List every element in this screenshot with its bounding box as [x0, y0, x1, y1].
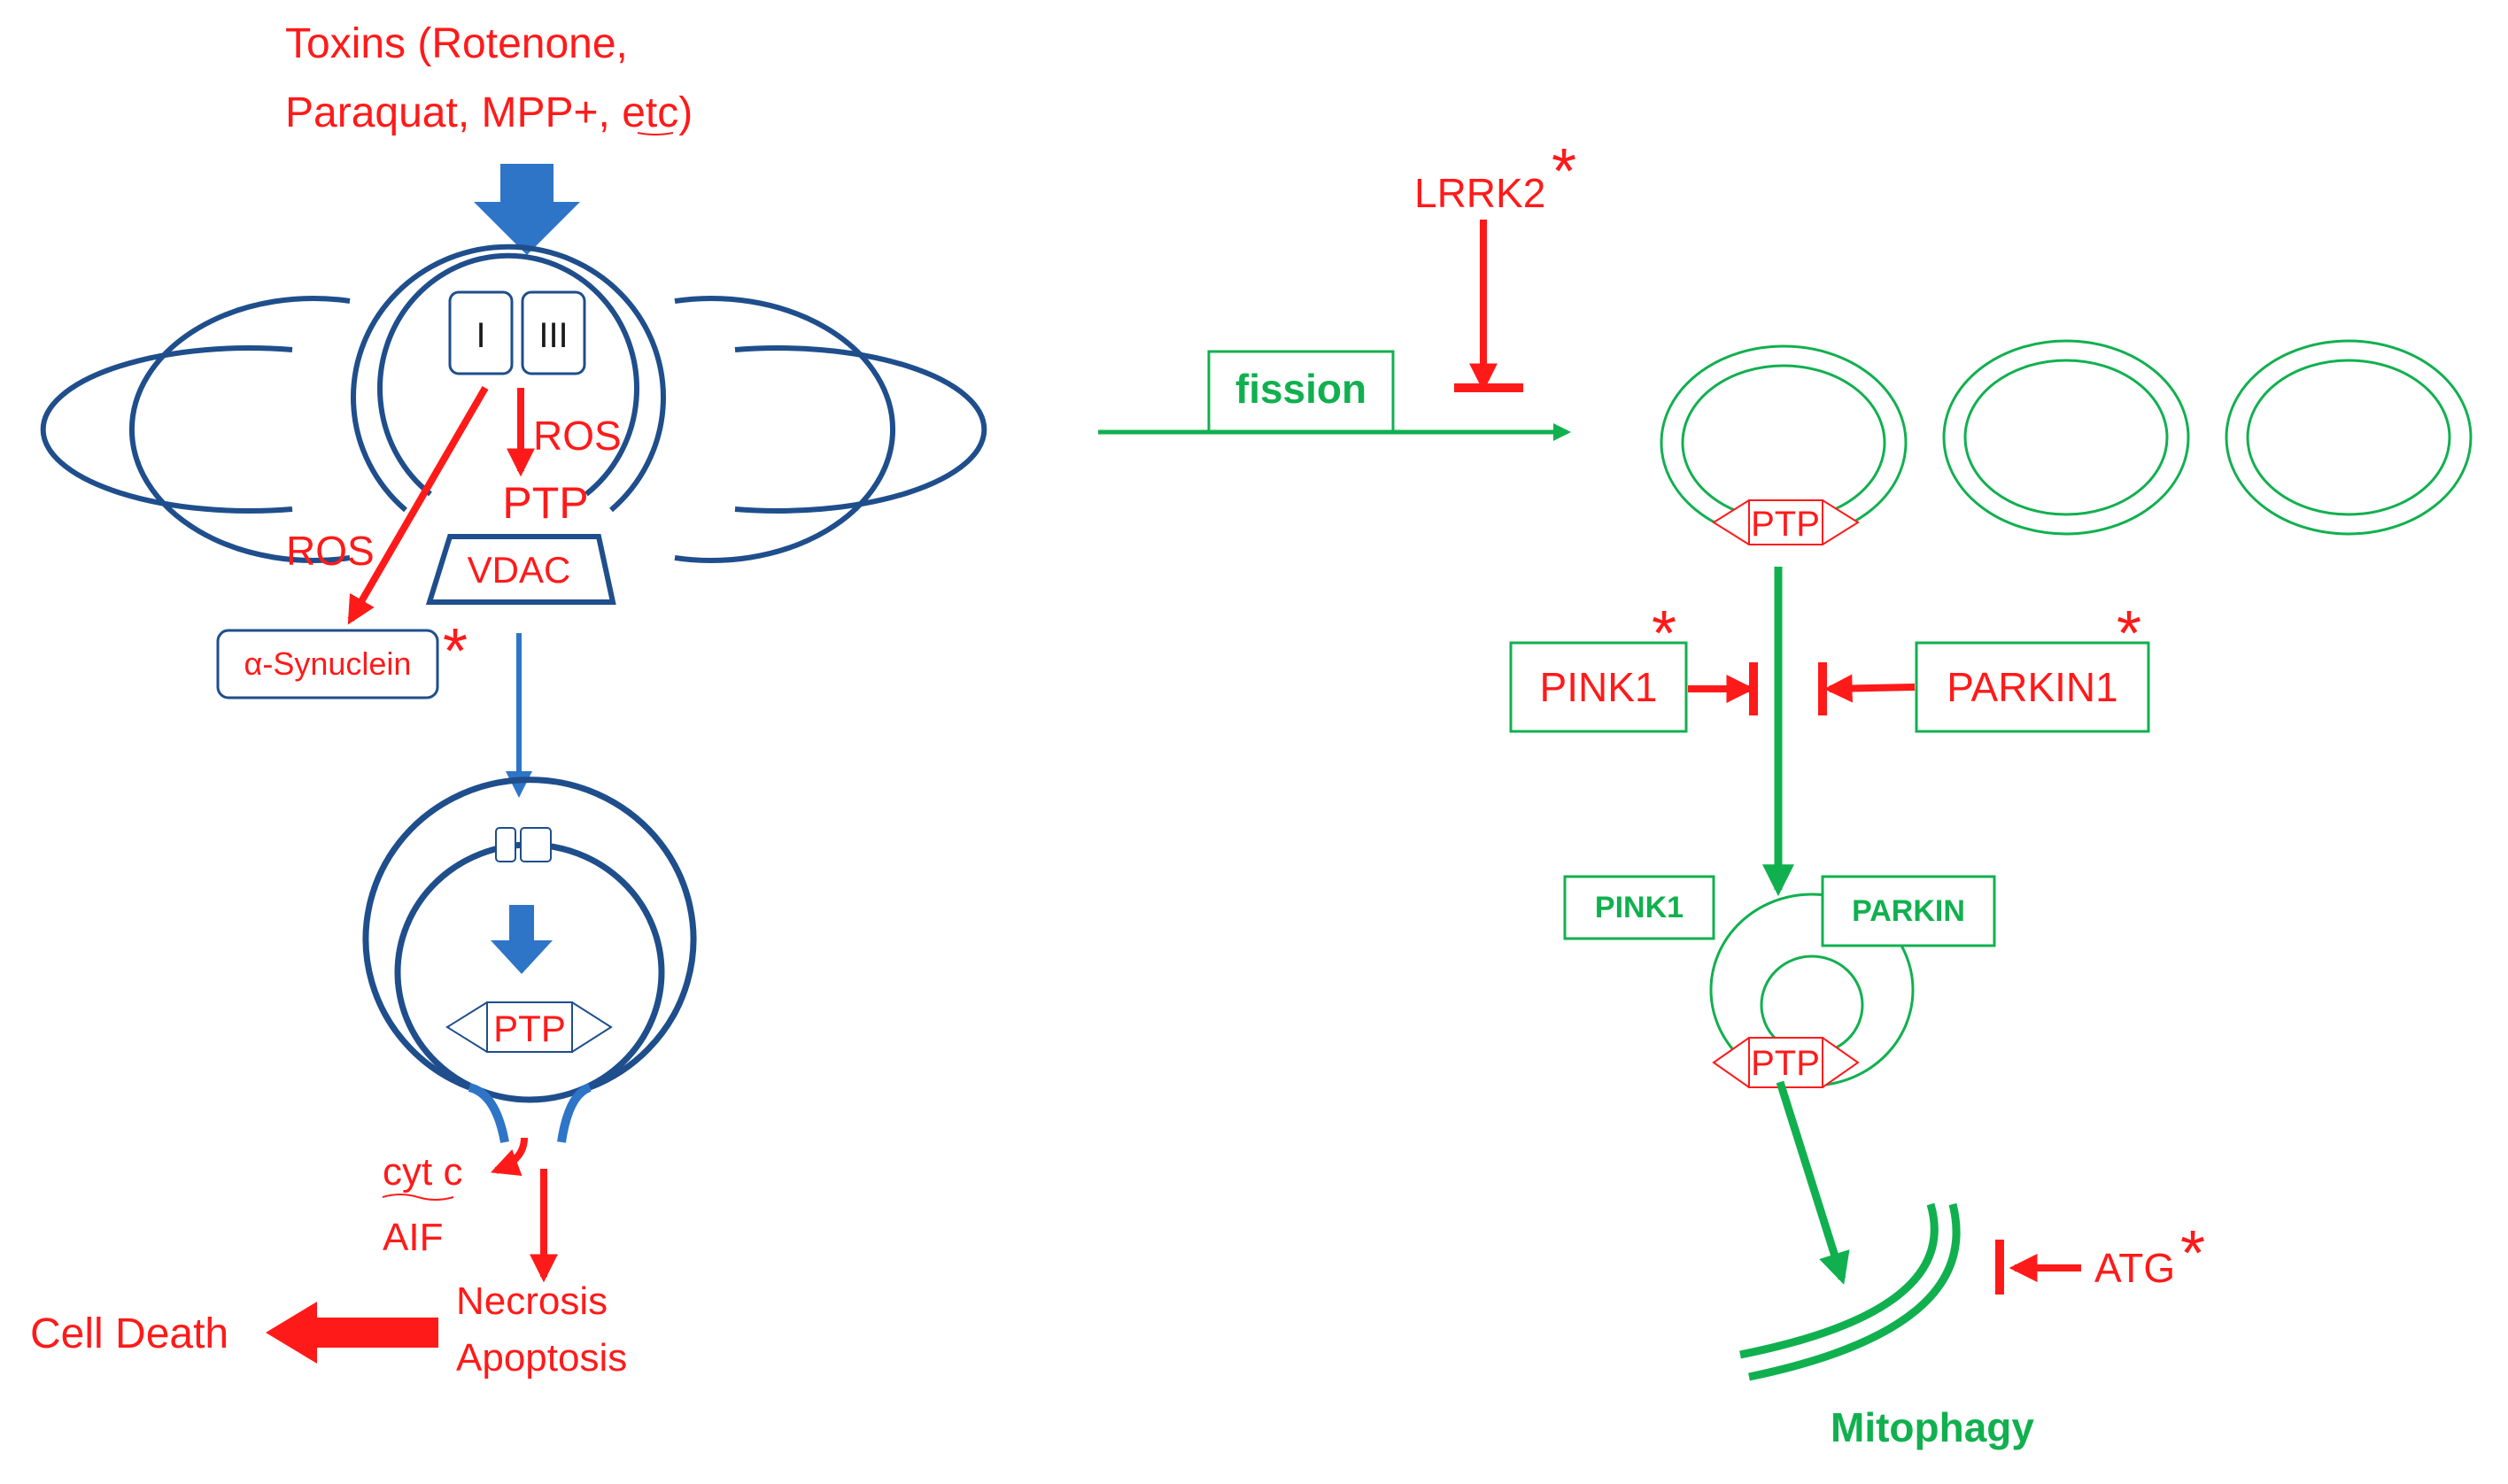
parkin1-asterisk: *: [2117, 599, 2141, 669]
mito-right-outer: [674, 296, 895, 563]
parkin1-arrow: [1823, 674, 1916, 703]
mito-bottom-inner: [394, 841, 665, 1103]
ros-label-lower: ROS: [286, 528, 375, 574]
mito-left-inner: [40, 345, 293, 514]
small-complex-one: [495, 827, 516, 862]
toxins-label-line1: Toxins (Rotenone,: [285, 20, 628, 67]
rupture-edge-right: [557, 1083, 592, 1143]
ros-label-upper: ROS: [533, 413, 622, 459]
ptp-label-green-top: PTP: [1751, 505, 1820, 544]
mito-bottom-outer: [362, 777, 697, 1091]
mito-right-inner: [734, 345, 987, 514]
necrosis-label: Necrosis: [456, 1279, 608, 1323]
cell-death-arrow: [266, 1302, 438, 1364]
pink1-label: PINK1: [1540, 664, 1658, 710]
vdac-shape: [425, 534, 616, 605]
toxins-label-line2: Paraquat, MPP+, etc): [285, 89, 693, 136]
lrrk2-label: LRRK2: [1414, 170, 1545, 216]
rupture-edge-left: [468, 1083, 509, 1143]
alpha-synuclein-label: α-Synuclein: [244, 645, 412, 682]
atg-asterisk: *: [2180, 1218, 2205, 1289]
to-phagophore-arrow: [1776, 1080, 1850, 1285]
aif-label: AIF: [383, 1216, 443, 1259]
phagophore-inner: [1739, 1202, 1939, 1359]
complex-one-label: I: [476, 316, 485, 355]
green-mito-2-outer: [1942, 339, 2190, 536]
synuclein-asterisk: *: [443, 616, 468, 687]
complex-three-box: [521, 290, 586, 375]
apoptosis-label: Apoptosis: [456, 1336, 627, 1380]
vdac-label: VDAC: [468, 549, 571, 591]
atg-label: ATG: [2094, 1245, 2175, 1291]
lrrk2-asterisk: *: [1552, 136, 1576, 207]
ptp-label-blue: PTP: [493, 1008, 566, 1049]
green-mito-3-outer: [2225, 339, 2473, 536]
ptp-label-green-bottom: PTP: [1751, 1044, 1820, 1083]
cell-death-label: Cell Death: [30, 1310, 228, 1357]
mito-center-outer: [351, 243, 666, 513]
inner-down-arrow: [491, 905, 553, 974]
green-mito-2-inner: [1963, 359, 2169, 516]
spell-underline: [637, 132, 674, 135]
green-mito-1-inner: [1681, 364, 1886, 522]
phagophore-outer: [1748, 1202, 1961, 1381]
ros-to-synuclein-arrow: [347, 385, 489, 625]
ptp-label-top: PTP: [502, 478, 588, 528]
parkin-small-box: [1821, 875, 1996, 947]
mitophagy-label: Mitophagy: [1831, 1404, 2034, 1450]
pink1-box: [1509, 641, 1688, 733]
cyt-c-label: cyt c: [383, 1150, 462, 1194]
parkin-small-label: PARKIN: [1852, 894, 1965, 928]
mito-left-outer: [129, 296, 351, 563]
alpha-synuclein-box: [216, 629, 439, 699]
small-complex-three: [520, 827, 552, 862]
pink1-small-box: [1563, 875, 1715, 940]
fission-box: [1207, 350, 1395, 433]
parkin1-box: [1915, 641, 2150, 733]
fission-label: fission: [1235, 366, 1366, 412]
pink1-asterisk: *: [1652, 599, 1676, 669]
ptp-box-blue: [486, 1001, 573, 1053]
ptp-box-red-top: [1748, 499, 1823, 545]
complex-three-label: III: [538, 316, 568, 355]
pink1-small-label: PINK1: [1595, 891, 1684, 924]
cyt-underline: [382, 1194, 454, 1201]
green-mito-3-inner: [2246, 359, 2451, 516]
parkin1-label: PARKIN1: [1947, 664, 2117, 710]
complex-one-box: [448, 290, 514, 375]
toxin-entry-arrow: [474, 164, 580, 255]
cyt-c-arrow: [491, 1137, 528, 1176]
mito-center-inner: [377, 252, 639, 497]
